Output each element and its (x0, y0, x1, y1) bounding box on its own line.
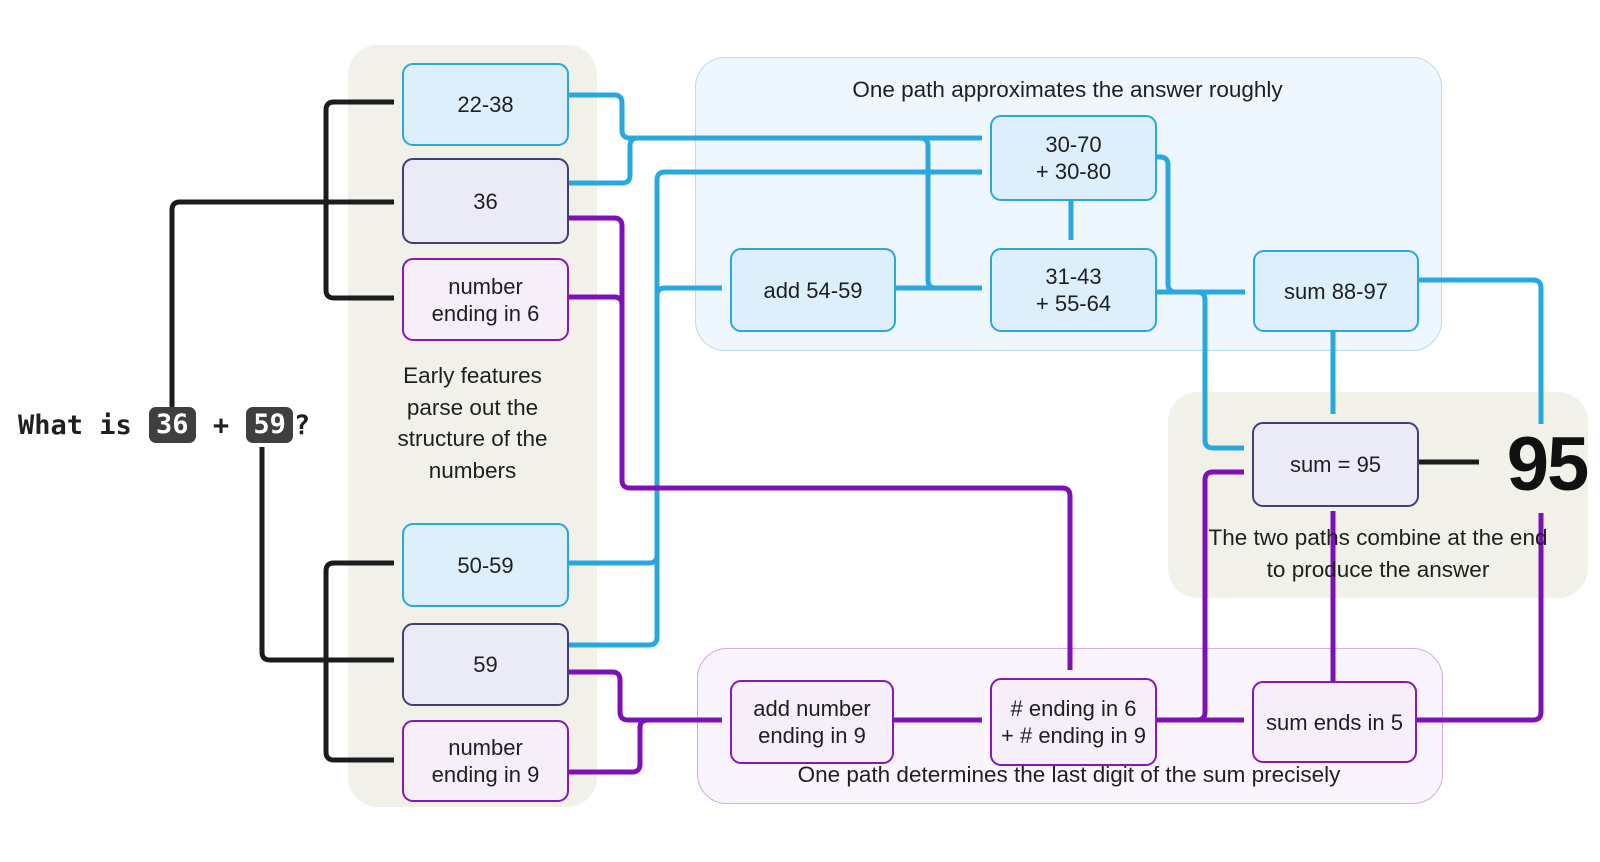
wire-ending6-merge (565, 294, 625, 400)
precise-path-caption: One path determines the last digit of th… (797, 762, 1341, 787)
wire-question-to-36 (169, 199, 394, 410)
node-range-22-38: 22-38 (402, 63, 569, 146)
wire-question-to-59 (259, 447, 394, 663)
wire-lastdigit-to-sum95 (1196, 469, 1244, 723)
question-suffix: ? (293, 409, 311, 441)
wire-question-to-ending9 (323, 660, 394, 763)
node-approx-refined: 31-43 + 55-64 (990, 248, 1157, 332)
wire-22-38-to-approx (565, 92, 982, 141)
node-lastdigit-operands: # ending in 6 + # ending in 9 (990, 678, 1157, 766)
wire-question-to-22-38 (323, 99, 394, 202)
approximate-path-title: One path approximates the answer roughly (852, 77, 1283, 102)
wire-36-to-lastdigit (565, 215, 1073, 670)
question-operator: + (196, 409, 246, 441)
node-value-59: 59 (402, 623, 569, 706)
operand1-badge: 36 (149, 407, 196, 443)
wire-branch-to-refined (919, 135, 937, 291)
operand2-badge: 59 (246, 407, 293, 443)
node-add-54-59: add 54-59 (730, 248, 896, 332)
wire-sumends5-to-answer (1413, 513, 1544, 723)
node-sum-88-97: sum 88-97 (1253, 250, 1419, 332)
question-prefix: What is (18, 409, 149, 441)
wire-59-to-approx (565, 169, 982, 648)
node-range-50-59: 50-59 (402, 523, 569, 607)
wire-36-merge (565, 135, 639, 186)
wire-question-to-50-59 (323, 560, 394, 660)
wire-59-to-addending9 (565, 669, 722, 723)
node-sum-ends-in-5: sum ends in 5 (1252, 681, 1417, 763)
wire-branch-to-add54-59 (654, 285, 722, 297)
question-text: What is 36 + 59? (18, 405, 310, 445)
node-approx-operands: 30-70 + 30-80 (990, 115, 1157, 201)
early-features-caption: Early features parse out the structure o… (397, 363, 548, 483)
node-add-number-ending-9: add number ending in 9 (730, 680, 894, 764)
final-answer: 95 (1506, 421, 1590, 507)
node-ending-in-9: number ending in 9 (402, 720, 569, 802)
node-ending-in-6: number ending in 6 (402, 258, 569, 341)
wire-question-to-ending6 (323, 202, 394, 301)
wire-ending9-merge (565, 717, 649, 775)
node-value-36: 36 (402, 158, 569, 244)
wire-refined-to-sum95 (1196, 289, 1244, 451)
node-sum-95: sum = 95 (1252, 422, 1419, 507)
wire-sum88-97-to-answer (1415, 277, 1544, 424)
combine-caption: The two paths combine at the end to prod… (1208, 525, 1548, 582)
